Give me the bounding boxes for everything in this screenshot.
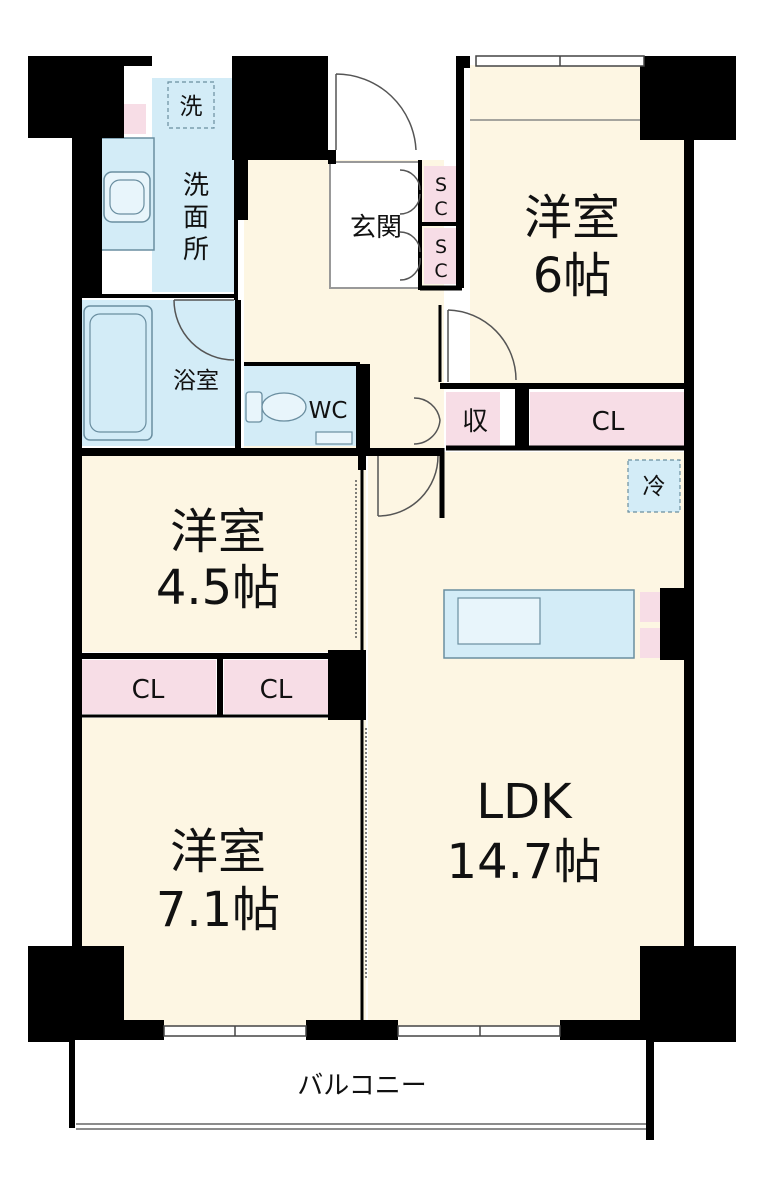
sc-door-2	[399, 231, 421, 281]
column-kitchen	[662, 588, 688, 660]
room6-door	[447, 309, 517, 382]
room-6-size: 6帖	[533, 248, 612, 304]
shoe-cabinet-1-floor	[424, 166, 458, 222]
storage-label: 収	[462, 407, 488, 437]
wc-handbasin	[315, 431, 353, 445]
small-cabinet-left	[124, 104, 146, 134]
window-bottom-right	[397, 1025, 561, 1037]
bathroom-label: 浴室	[173, 368, 219, 394]
room-6-name: 洋室	[524, 190, 620, 246]
balcony-label: バルコニー	[297, 1071, 426, 1101]
toilet-tank	[245, 391, 263, 423]
wc-label: WC	[309, 398, 348, 424]
sc1-label-c: C	[434, 198, 447, 220]
room-71-size: 7.1帖	[156, 882, 280, 938]
sc1-label-s: S	[435, 174, 447, 196]
column-hall	[356, 364, 370, 452]
ldk-floor	[368, 452, 688, 1030]
closet-45-left-label: CL	[132, 675, 165, 705]
sc-door-1	[399, 169, 421, 215]
closet-45-left-floor	[80, 660, 216, 714]
closet-6-floor	[530, 392, 686, 446]
washroom-door	[173, 299, 235, 361]
washer-space	[167, 81, 215, 129]
storage-door	[413, 397, 441, 445]
toilet-bowl	[261, 392, 307, 422]
ldk-name: LDK	[476, 774, 573, 830]
room-71-name: 洋室	[170, 824, 266, 880]
entrance-label: 玄関	[350, 213, 402, 243]
washroom-label-2: 面	[183, 203, 209, 233]
entrance-floor	[329, 161, 421, 289]
western-room-45-floor	[80, 452, 366, 652]
western-room-71-floor	[80, 718, 366, 1030]
washbasin	[103, 171, 151, 223]
closet-6-label: CL	[592, 407, 625, 437]
sc2-label-s: S	[435, 236, 447, 258]
bathtub-inner	[89, 313, 147, 433]
balcony	[69, 1040, 654, 1140]
fridge-space	[627, 459, 681, 513]
washroom-label-1: 洗	[183, 171, 209, 201]
fridge-label: 冷	[643, 474, 666, 500]
entrance-door	[335, 73, 417, 151]
outer-walls	[28, 56, 736, 1042]
room-45-size: 4.5帖	[156, 560, 280, 616]
doors	[173, 73, 517, 980]
ldk-size: 14.7帖	[447, 834, 602, 890]
sc2-label-c: C	[434, 260, 447, 282]
bathtub	[83, 305, 153, 441]
washbasin-bowl	[109, 179, 145, 215]
closet-45-right-floor	[224, 660, 328, 714]
room-45-name: 洋室	[170, 504, 266, 560]
kitchen-sink	[457, 597, 541, 645]
room45-door	[377, 455, 439, 517]
washroom-label-3: 所	[183, 235, 209, 265]
shoe-cabinet-2-floor	[424, 228, 458, 284]
column-middle	[328, 650, 366, 720]
kitchen-cabinet-2	[640, 628, 662, 658]
fixtures	[83, 81, 681, 659]
kitchen-cabinet-1	[640, 592, 662, 622]
closet-45-right-label: CL	[260, 675, 293, 705]
windows	[163, 55, 645, 1037]
storage-floor	[446, 392, 500, 446]
washer-label: 洗	[180, 94, 203, 120]
